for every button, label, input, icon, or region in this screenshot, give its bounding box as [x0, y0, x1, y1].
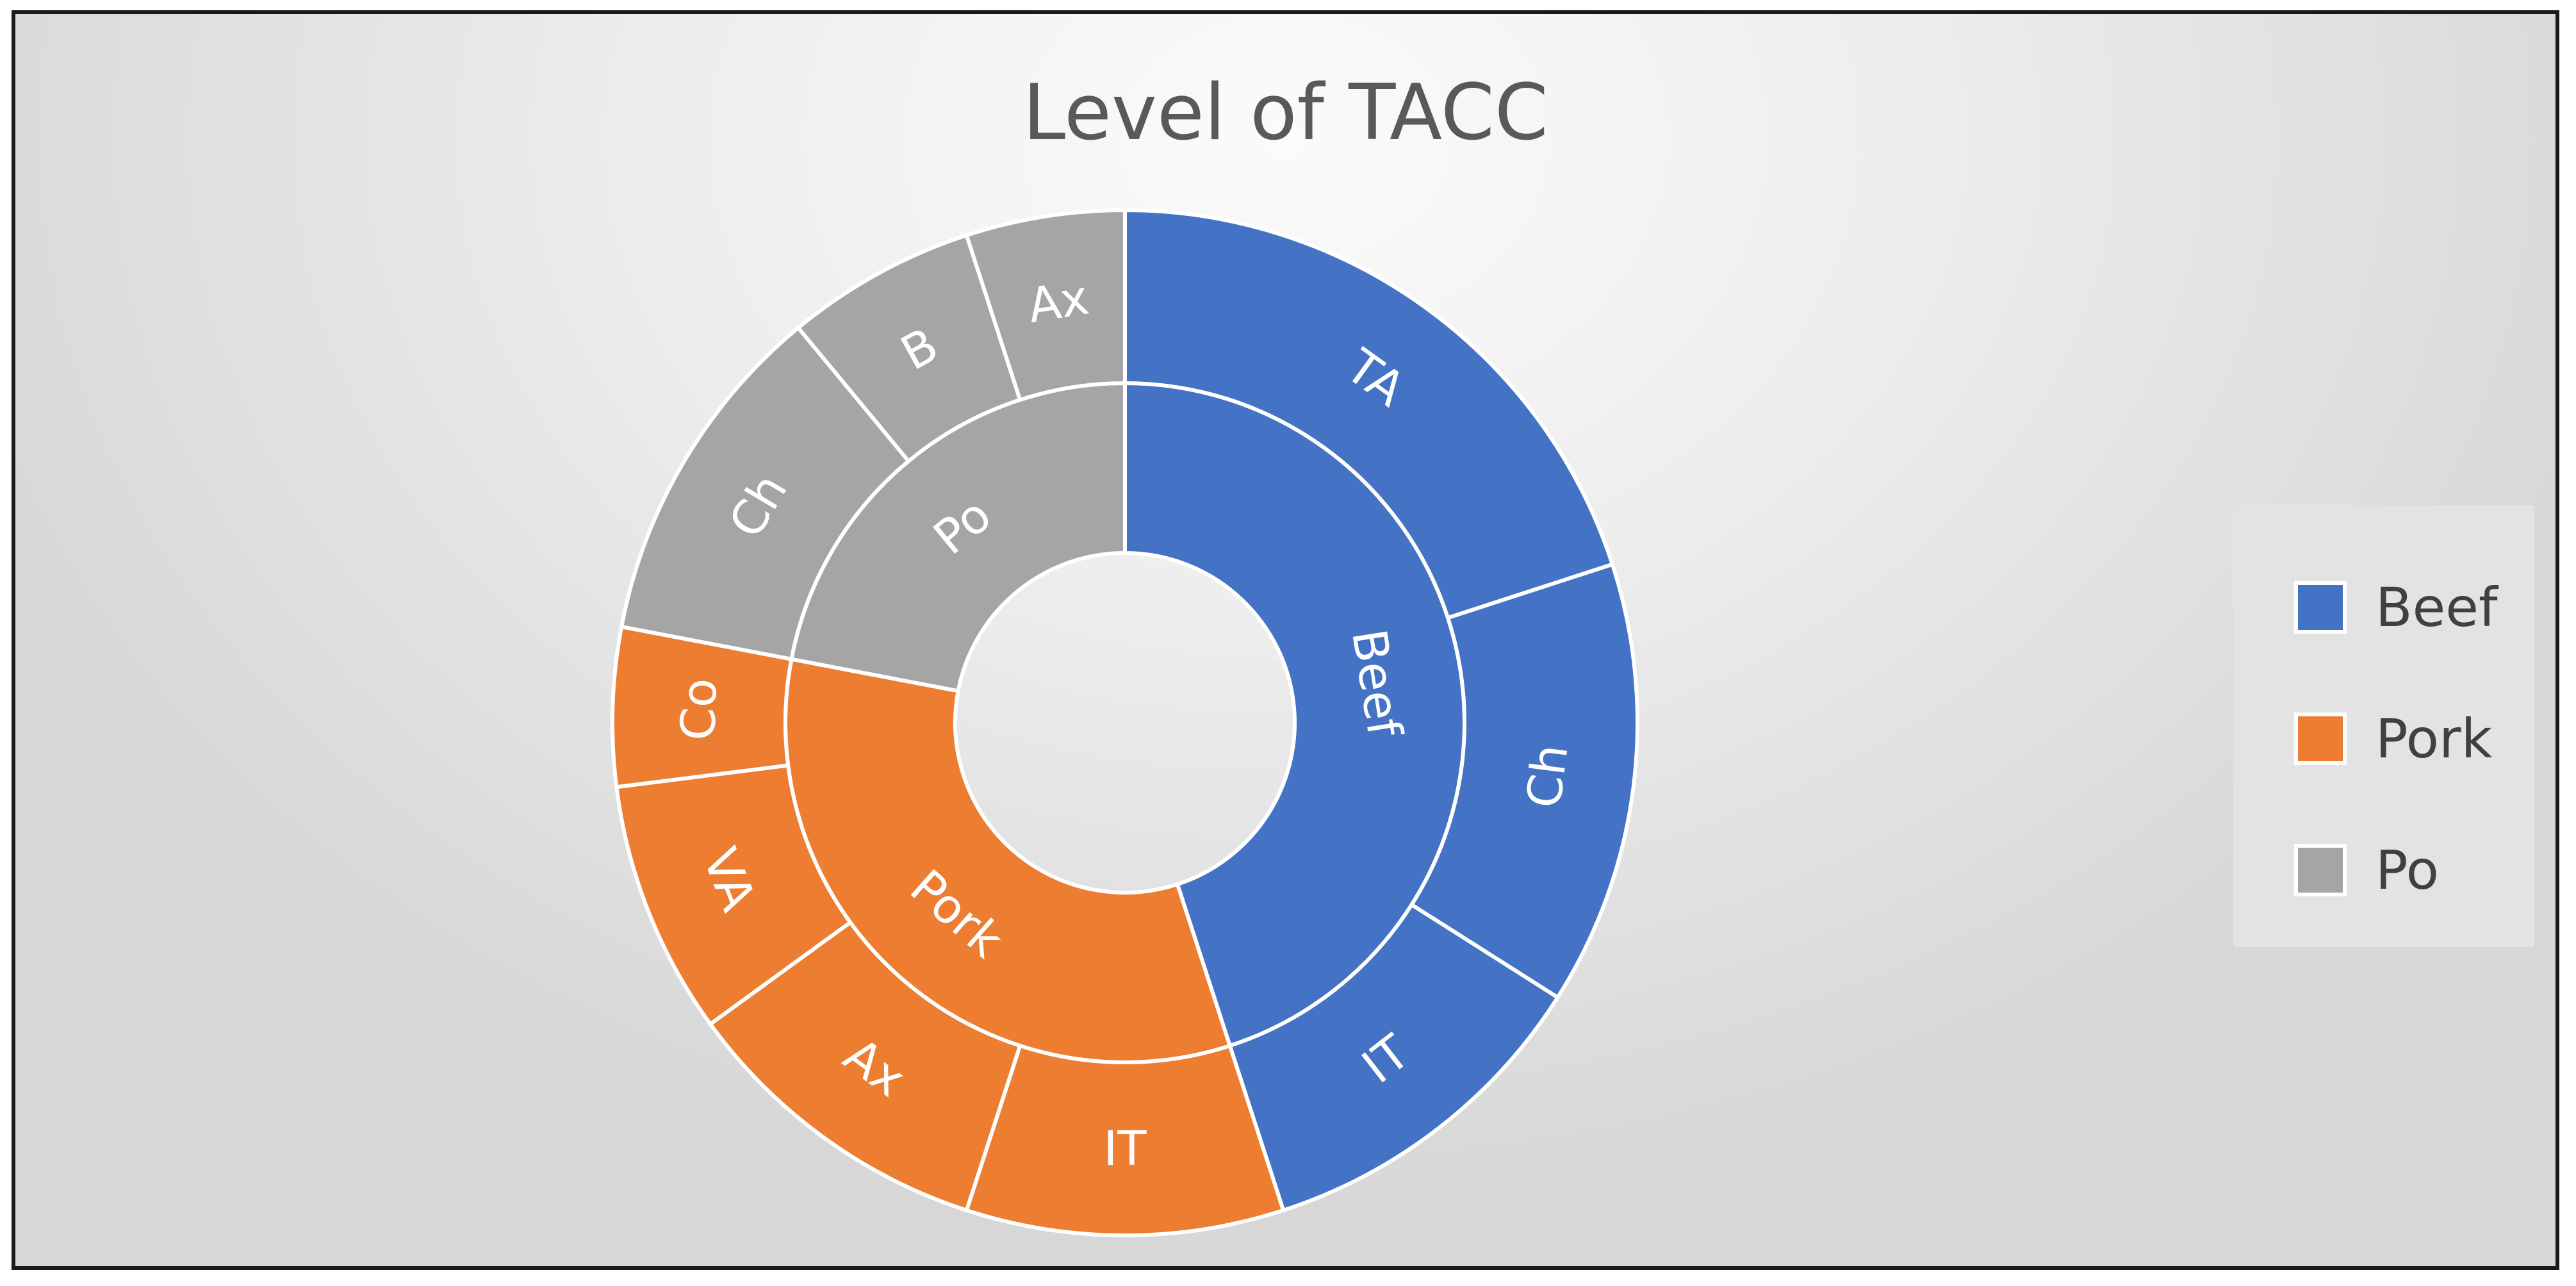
legend-item-2: Po	[2294, 839, 2440, 902]
legend-swatch-2	[2294, 844, 2347, 896]
outer-label-pork-co: Co	[671, 677, 728, 741]
legend-label-0: Beef	[2375, 576, 2498, 639]
outer-segment-po-ax	[964, 208, 1127, 402]
legend: Beef Pork Po	[2233, 505, 2534, 947]
legend-item-0: Beef	[2294, 576, 2498, 639]
legend-label-1: Pork	[2375, 707, 2493, 770]
outer-label-pork-it: IT	[1103, 1121, 1147, 1176]
outer-segment-beef-ta	[1123, 208, 1615, 621]
outer-label-po-ax: Ax	[1024, 270, 1093, 334]
chart-title: Level of TACC	[1022, 69, 1548, 158]
legend-swatch-0	[2294, 581, 2347, 634]
legend-item-1: Pork	[2294, 707, 2493, 770]
outer-segment-beef-ch	[1409, 562, 1639, 1000]
legend-swatch-1	[2294, 713, 2347, 765]
outer-label-beef-ch: Ch	[1516, 741, 1579, 811]
legend-label-2: Po	[2375, 839, 2440, 902]
